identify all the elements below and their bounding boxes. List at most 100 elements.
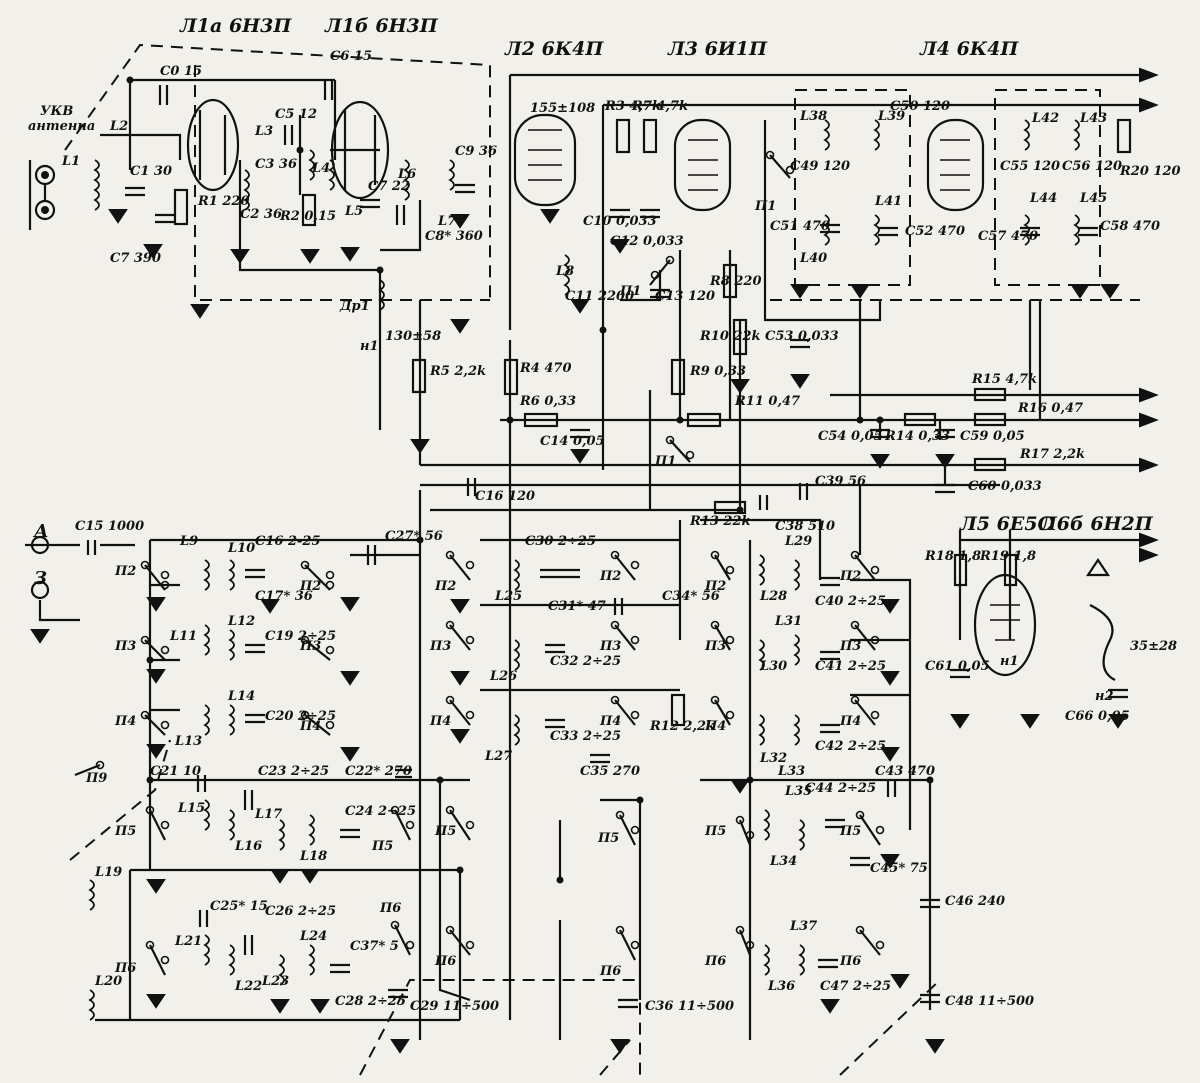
label-c1: C1 30 — [130, 164, 172, 179]
switch-p5-b: П5 — [371, 839, 393, 854]
label-r16: R16 0,47 — [1017, 401, 1083, 416]
label-c42: C42 2÷25 — [815, 739, 886, 754]
label-c23: C23 2÷25 — [258, 764, 329, 779]
label-c-ant: C7 390 — [110, 251, 161, 266]
label-c47: C47 2÷25 — [820, 979, 891, 994]
tube-l2-label: Л2 6К4П — [504, 38, 604, 60]
label-r6: R6 0,33 — [519, 394, 576, 409]
antenna-label-line2: антенна — [28, 119, 95, 134]
label-l3: L3 — [254, 124, 273, 139]
label-c54: C54 0,05 — [818, 429, 883, 444]
ground-symbols — [30, 209, 1128, 1054]
label-c44: C44 2÷25 — [805, 781, 876, 796]
shield-rf-box — [194, 65, 490, 301]
switch-p5-d: П5 — [597, 831, 619, 846]
input-z-label: З — [34, 568, 47, 589]
label-c60: C60 0,033 — [968, 479, 1042, 494]
label-c14: C14 0,05 — [540, 434, 605, 449]
label-c46: C46 240 — [945, 894, 1005, 909]
label-c56: C56 120 — [1062, 159, 1122, 174]
label-l41: L41 — [874, 194, 902, 209]
switch-p5-e: П5 — [704, 824, 726, 839]
switch-p3-c: П3 — [429, 639, 451, 654]
label-r15: R15 4,7k — [971, 372, 1037, 387]
label-r2: R2 0,15 — [279, 209, 336, 224]
label-l45: L45 — [1079, 191, 1107, 206]
tube-l3-envelope — [673, 118, 732, 212]
label-c41: C41 2÷25 — [815, 659, 886, 674]
label-c30: C30 2÷25 — [525, 534, 596, 549]
label-c5: C5 12 — [275, 107, 317, 122]
label-l31: L31 — [774, 614, 802, 629]
switch-p4-e: П4 — [704, 719, 726, 734]
antenna-label: УКВ антенна А З — [28, 104, 95, 589]
label-c155: 155±108 — [530, 101, 595, 116]
switch-p2-d: П2 — [599, 569, 621, 584]
label-r18: R18 1,8 — [924, 549, 981, 564]
label-l36: L36 — [767, 979, 795, 994]
label-c38: C38 510 — [775, 519, 835, 534]
label-l13: L13 — [174, 734, 202, 749]
label-r20: R20 120 — [1119, 164, 1181, 179]
label-c58: C58 470 — [1100, 219, 1160, 234]
label-l38: L38 — [799, 109, 827, 124]
label-r1: R1 220 — [197, 194, 250, 209]
label-l37: L37 — [789, 919, 817, 934]
tube-l6-label: Л6б 6Н2П — [1039, 513, 1154, 535]
label-r5x: 130±58 — [385, 329, 441, 344]
label-c15: C15 1000 — [75, 519, 144, 534]
label-l25: L25 — [494, 589, 522, 604]
label-l14: L14 — [227, 689, 255, 704]
label-x35: 35±28 — [1130, 639, 1177, 654]
label-r8: R8 220 — [709, 274, 762, 289]
label-r5: R5 2,2k — [429, 364, 486, 379]
label-c43: C43 470 — [875, 764, 935, 779]
label-l6: L6 — [397, 167, 416, 182]
label-c29: C29 11÷500 — [410, 999, 499, 1014]
gang-link-mid — [599, 1039, 631, 1076]
label-l39: L39 — [877, 109, 905, 124]
label-c36: C36 11÷500 — [645, 999, 734, 1014]
label-c9: C9 36 — [455, 144, 497, 159]
label-l17: L17 — [254, 807, 282, 822]
switch-p4-b: П4 — [299, 719, 321, 734]
label-l22: L22 — [234, 979, 262, 994]
label-c57: C57 470 — [978, 229, 1038, 244]
switch-p1-b: П1 — [619, 284, 641, 299]
gang-link-tuning — [359, 979, 641, 1076]
label-c8: C8* 360 — [425, 229, 483, 244]
label-l1: L1 — [61, 154, 80, 169]
label-r12: R12 2,2k — [649, 719, 715, 734]
label-r7: R7 4,7k — [631, 99, 688, 114]
tube-l1b-label: Л1б 6Н3П — [324, 15, 439, 37]
switch-p5-c: П5 — [434, 824, 456, 839]
wiring — [25, 73, 1140, 1040]
label-c48: C48 11÷500 — [945, 994, 1034, 1009]
label-c52: C52 470 — [905, 224, 965, 239]
component-labels: C0 15 C6 15 C5 12 C3 36 C2 36 C1 30 C7 2… — [61, 49, 1181, 1014]
gang-link-right — [839, 979, 941, 1076]
switch-labels: П1 П1 П1 П2 П2 П2 П2 П2 П2 П3 П3 П3 П3 П… — [85, 199, 861, 979]
tube-l3-label: Л3 6И1П — [667, 38, 768, 60]
label-h2: н2 — [1095, 689, 1114, 704]
switch-p3-a: П3 — [114, 639, 136, 654]
junction-dots — [126, 76, 934, 884]
label-l28: L28 — [759, 589, 787, 604]
switch-p6-f: П6 — [839, 954, 861, 969]
label-l7: L7 — [437, 214, 456, 229]
switch-p4-d: П4 — [599, 714, 621, 729]
label-l9: L9 — [179, 534, 198, 549]
switch-p3-d: П3 — [599, 639, 621, 654]
label-c21: C21 10 — [150, 764, 201, 779]
switch-p3-f: П3 — [839, 639, 861, 654]
label-l43: L43 — [1079, 111, 1107, 126]
label-dr1: Др1 — [339, 299, 370, 314]
label-c24: C24 2÷25 — [345, 804, 416, 819]
label-l21: L21 — [174, 934, 202, 949]
switch-p3-e: П3 — [704, 639, 726, 654]
label-c16b: C16 2-25 — [255, 534, 321, 549]
resistors — [173, 118, 1132, 727]
switch-p2-a: П2 — [114, 564, 136, 579]
tube-l5-label: Л5 6Е5С — [959, 513, 1053, 535]
